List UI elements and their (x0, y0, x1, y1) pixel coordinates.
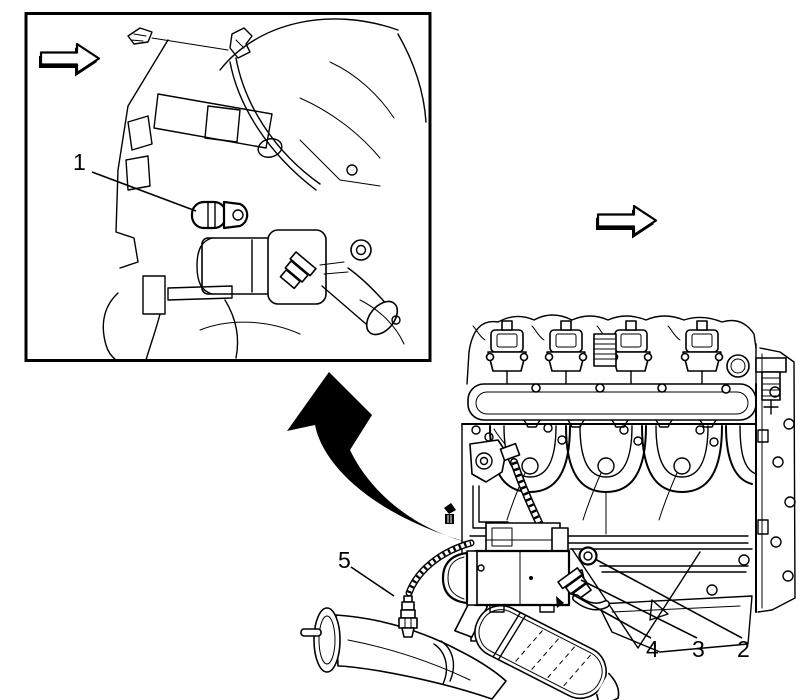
engine-block (461, 423, 757, 561)
callout-1-label: 1 (73, 149, 86, 175)
inset-detail-box: 1 (24, 12, 432, 362)
callout-4: 4 (569, 592, 659, 662)
oil-pan (569, 548, 753, 653)
oxygen-sensor (398, 539, 475, 638)
exhaust-flange (300, 607, 341, 673)
wiring-harness (229, 57, 321, 191)
engine-contour-arcs (219, 18, 427, 159)
engine-illustration: 2 3 4 5 (300, 204, 796, 700)
inset-illustration: 1 (73, 18, 427, 361)
engine-bulk-lower (102, 275, 405, 361)
callout-1-leader-line (91, 171, 197, 212)
elbow-connector-4-target (556, 567, 610, 611)
callout-5: 5 (338, 547, 395, 597)
harness-clip (444, 503, 456, 524)
valve-cover (467, 383, 757, 428)
starter-close-up (196, 229, 399, 336)
callout-3-label: 3 (692, 636, 705, 662)
engine-direction-arrow-icon (594, 204, 658, 240)
engine-top-coils (466, 314, 757, 385)
callout-5-label: 5 (338, 547, 351, 573)
callout-1: 1 (73, 149, 197, 212)
motor-mount (469, 439, 509, 529)
callout-4-leader-line (569, 592, 652, 639)
sensor-2-target (578, 546, 598, 566)
callout-4-label: 4 (646, 636, 659, 662)
ignition-coil (667, 320, 724, 384)
callout-3-leader-line (580, 579, 698, 639)
callout-2-label: 2 (737, 636, 750, 662)
sensor-part (190, 200, 249, 230)
callout-2-leader-line (594, 558, 743, 639)
ignition-coil (472, 320, 529, 384)
throttle-port (726, 354, 750, 378)
ribbed-fitting (593, 333, 617, 367)
callout-5-leader-line (350, 566, 395, 597)
starter-area-sensors (556, 546, 610, 611)
inset-border-frame (24, 12, 432, 362)
mounting-bracket (115, 39, 381, 269)
bellhousing (755, 347, 796, 613)
harness-connector (127, 27, 253, 59)
callout-3: 3 (580, 579, 705, 662)
side-sensor-fitting (755, 357, 787, 415)
starter-motor (441, 522, 571, 613)
callout-2: 2 (594, 558, 750, 662)
detail-zoom-arrow-icon (287, 372, 470, 543)
ignition-coil (531, 320, 588, 384)
